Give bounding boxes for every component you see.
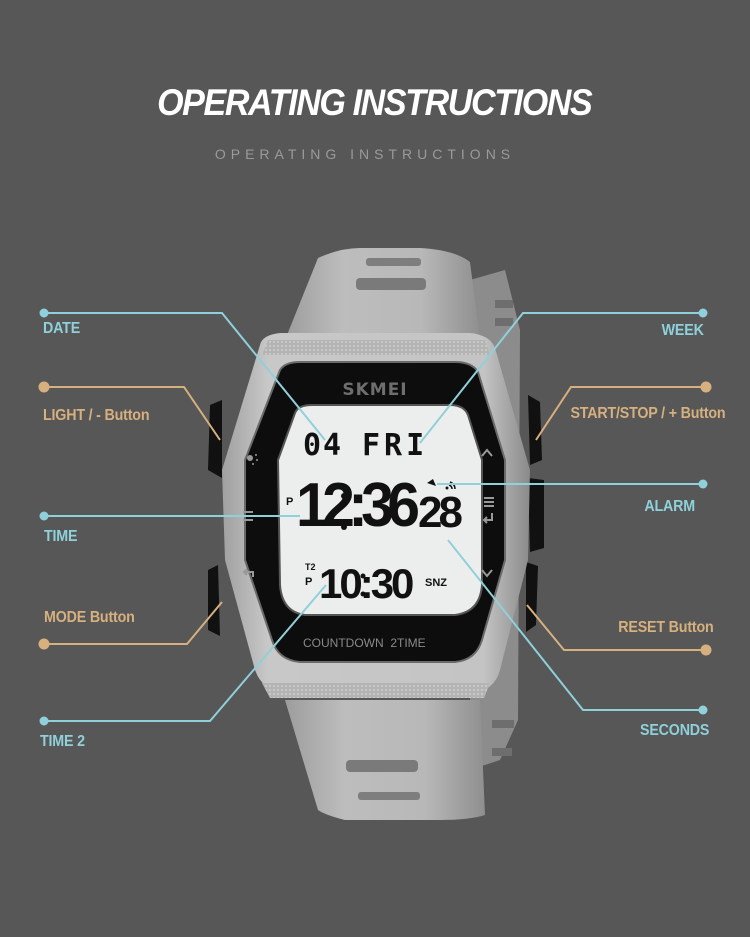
light-icon: [247, 454, 258, 465]
reset-dot: [700, 644, 712, 656]
label-time2: TIME 2: [40, 733, 85, 750]
lcd-snooze: SNZ: [425, 577, 447, 589]
page-title: OPERATING INSTRUCTIONS: [157, 82, 593, 123]
reset-callout-line: [526, 604, 706, 651]
lcd-t2-pm: P: [305, 576, 313, 588]
lcd-time-pm: P: [286, 496, 294, 508]
mode-dot: [38, 638, 50, 650]
up-chevron-icon: [481, 448, 493, 457]
light-callout-line: [44, 386, 221, 441]
page-subtitle: OPERATING INSTRUCTIONS: [214, 146, 516, 162]
seconds-dot: [698, 705, 708, 715]
lcd-weekday: FRI: [362, 428, 429, 463]
lcd-time: 12:36: [296, 471, 420, 540]
week-dot: [698, 308, 708, 318]
down-chevron-icon: [481, 569, 493, 578]
seconds-callout-line: [447, 539, 703, 711]
label-light-button: LIGHT / - Button: [43, 407, 150, 424]
date-dot: [39, 308, 49, 318]
time-dot: [39, 511, 49, 521]
week-callout-line: [419, 312, 703, 444]
label-startstop-button: START/STOP / + Button: [570, 405, 725, 422]
label-seconds: SECONDS: [639, 722, 709, 739]
menu-enter-icon: [482, 497, 494, 524]
label-mode-button: MODE Button: [44, 609, 135, 626]
date-callout-line: [44, 312, 326, 441]
startstop-callout-line: [535, 386, 706, 441]
lcd-t2-label: T2: [305, 562, 316, 572]
brand-logo: SKMEI: [342, 380, 408, 400]
label-time: TIME: [44, 528, 78, 545]
startstop-dot: [700, 381, 712, 393]
back-icon: [242, 568, 254, 577]
label-week: WEEK: [661, 322, 704, 339]
time2-callout-line: [44, 584, 327, 722]
time2-dot: [39, 716, 49, 726]
label-date: DATE: [43, 320, 81, 337]
lcd-time2: 10:30: [319, 560, 414, 607]
label-reset-button: RESET Button: [618, 619, 714, 636]
mode-callout-line: [44, 601, 223, 645]
lcd-seconds: 28: [418, 488, 463, 537]
lcd-date: 04: [303, 428, 344, 463]
watch-bottom-label: COUNTDOWN 2TIME: [303, 636, 426, 650]
bell-icon: [427, 479, 436, 486]
alarm-dot: [698, 479, 708, 489]
light-dot: [38, 381, 50, 393]
label-alarm: ALARM: [644, 498, 695, 515]
